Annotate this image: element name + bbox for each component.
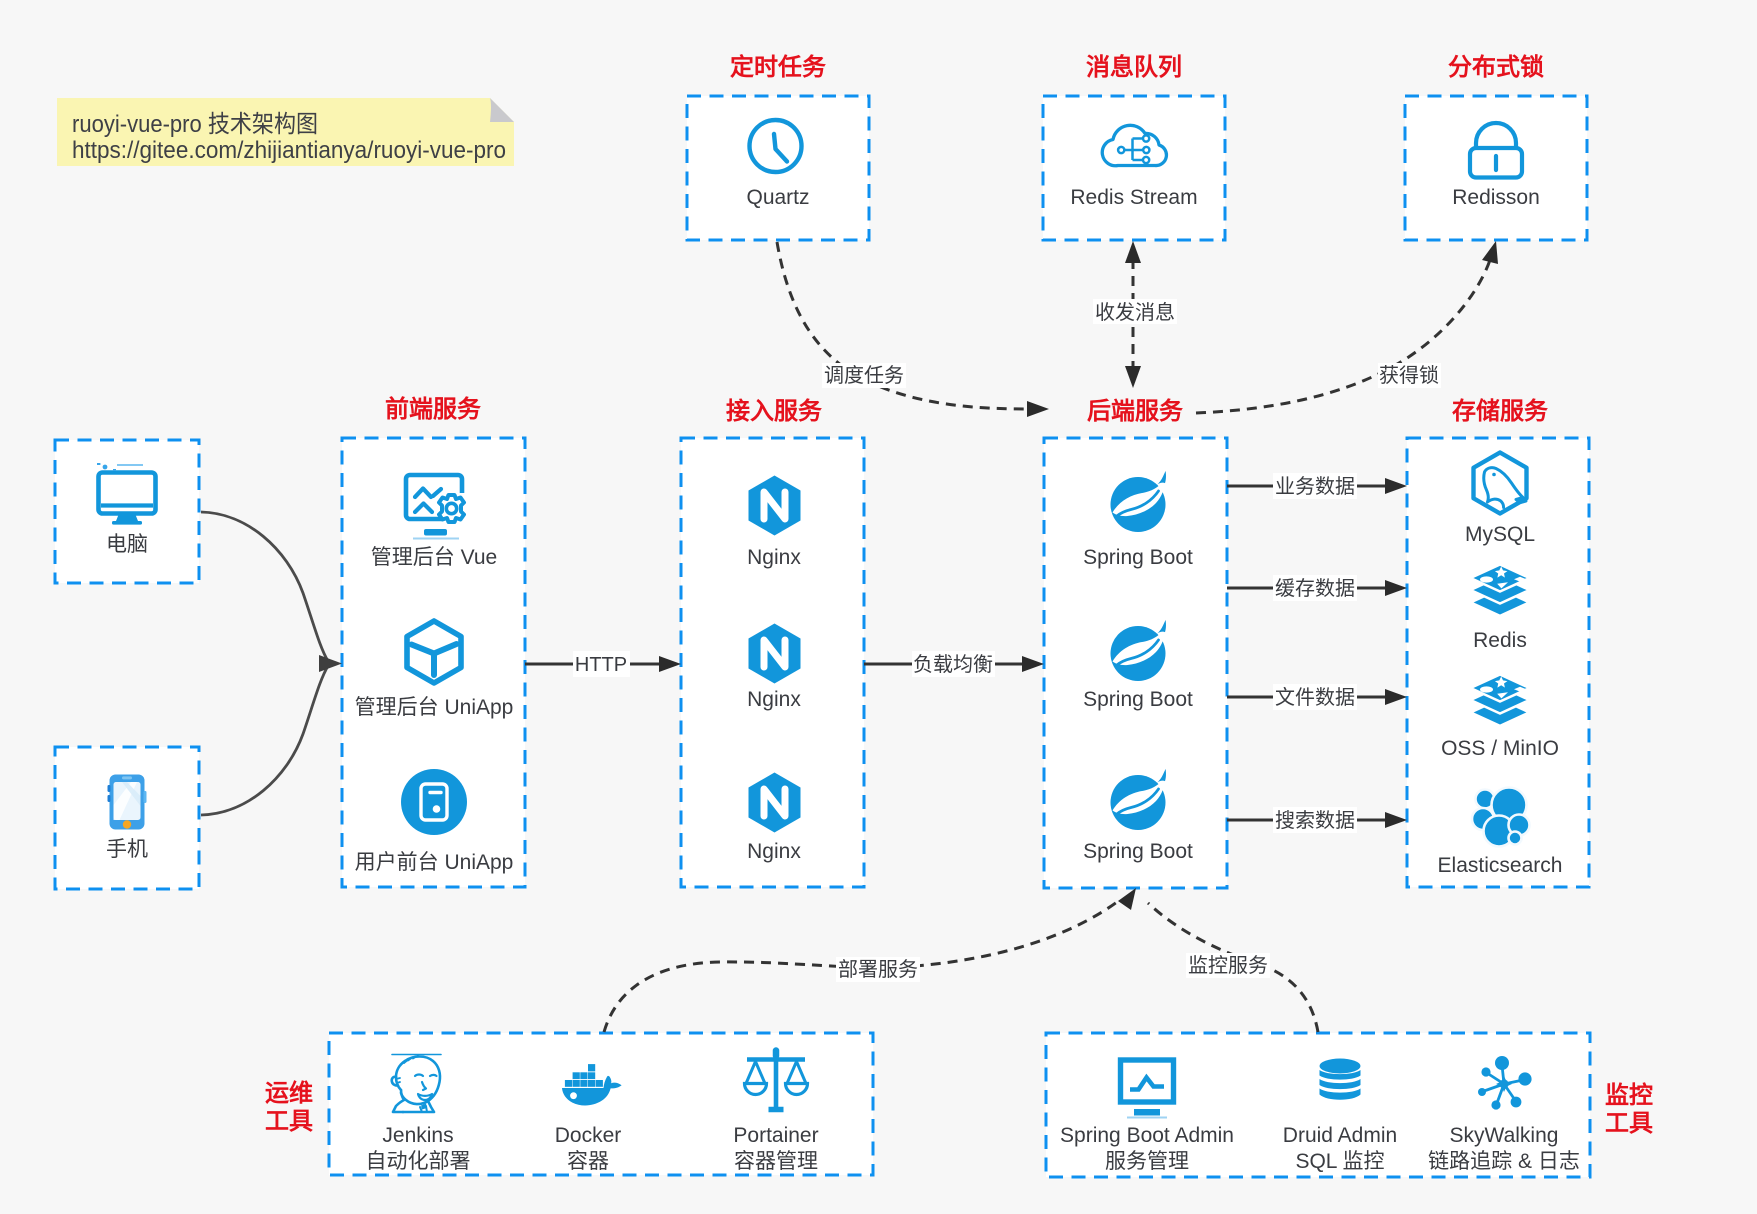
svg-text:部署服务: 部署服务 — [838, 958, 918, 981]
svg-text:MySQL: MySQL — [1465, 523, 1535, 546]
svg-text:Spring Boot: Spring Boot — [1083, 840, 1193, 863]
svg-text:缓存数据: 缓存数据 — [1275, 577, 1355, 600]
svg-text:Redisson: Redisson — [1452, 186, 1540, 209]
svg-text:Jenkins: Jenkins — [382, 1124, 453, 1147]
svg-text:管理后台 Vue: 管理后台 Vue — [371, 546, 497, 569]
svg-text:搜索数据: 搜索数据 — [1275, 809, 1355, 832]
svg-text:Spring Boot: Spring Boot — [1083, 688, 1193, 711]
svg-text:自动化部署: 自动化部署 — [366, 1150, 471, 1173]
svg-text:Quartz: Quartz — [746, 186, 809, 209]
svg-text:电脑: 电脑 — [106, 533, 148, 556]
svg-text:调度任务: 调度任务 — [824, 364, 904, 387]
svg-text:容器管理: 容器管理 — [734, 1150, 818, 1173]
svg-text:用户前台 UniApp: 用户前台 UniApp — [355, 851, 514, 874]
svg-text:文件数据: 文件数据 — [1275, 686, 1355, 709]
svg-text:存储服务: 存储服务 — [1452, 397, 1549, 425]
svg-text:ruoyi-vue-pro 技术架构图: ruoyi-vue-pro 技术架构图 — [72, 111, 318, 138]
svg-text:负载均衡: 负载均衡 — [913, 653, 993, 676]
svg-text:Spring Boot: Spring Boot — [1083, 546, 1193, 569]
svg-text:HTTP: HTTP — [575, 654, 627, 676]
svg-text:https://gitee.com/zhijiantiany: https://gitee.com/zhijiantianya/ruoyi-vu… — [72, 137, 506, 164]
svg-text:Nginx: Nginx — [747, 840, 801, 863]
svg-text:Nginx: Nginx — [747, 688, 801, 711]
svg-text:管理后台 UniApp: 管理后台 UniApp — [355, 696, 514, 719]
svg-text:接入服务: 接入服务 — [726, 397, 823, 425]
svg-text:手机: 手机 — [106, 838, 148, 861]
svg-text:Docker: Docker — [555, 1124, 622, 1147]
svg-text:前端服务: 前端服务 — [385, 395, 482, 423]
svg-text:后端服务: 后端服务 — [1087, 397, 1184, 425]
svg-text:Nginx: Nginx — [747, 546, 801, 569]
svg-text:消息队列: 消息队列 — [1086, 53, 1182, 81]
svg-text:收发消息: 收发消息 — [1095, 301, 1175, 324]
svg-text:业务数据: 业务数据 — [1275, 475, 1355, 498]
svg-text:Spring Boot Admin: Spring Boot Admin — [1060, 1124, 1234, 1147]
svg-text:SkyWalking: SkyWalking — [1450, 1124, 1559, 1147]
svg-text:Portainer: Portainer — [733, 1124, 818, 1147]
svg-text:链路追踪 & 日志: 链路追踪 & 日志 — [1428, 1150, 1580, 1173]
svg-text:SQL 监控: SQL 监控 — [1295, 1150, 1384, 1173]
svg-text:定时任务: 定时任务 — [730, 53, 827, 81]
svg-text:服务管理: 服务管理 — [1105, 1150, 1189, 1173]
svg-text:监控: 监控 — [1605, 1081, 1653, 1109]
svg-text:Elasticsearch: Elasticsearch — [1438, 854, 1563, 877]
svg-text:工具: 工具 — [1605, 1110, 1653, 1137]
svg-text:Druid Admin: Druid Admin — [1283, 1124, 1397, 1147]
svg-text:获得锁: 获得锁 — [1379, 364, 1439, 387]
svg-text:Redis: Redis — [1473, 629, 1527, 652]
svg-text:分布式锁: 分布式锁 — [1448, 53, 1544, 81]
svg-text:工具: 工具 — [265, 1108, 313, 1135]
svg-text:监控服务: 监控服务 — [1188, 954, 1268, 977]
svg-text:Redis Stream: Redis Stream — [1070, 186, 1197, 209]
svg-text:容器: 容器 — [567, 1150, 609, 1173]
svg-text:运维: 运维 — [265, 1079, 313, 1107]
svg-text:OSS / MinIO: OSS / MinIO — [1441, 737, 1559, 760]
